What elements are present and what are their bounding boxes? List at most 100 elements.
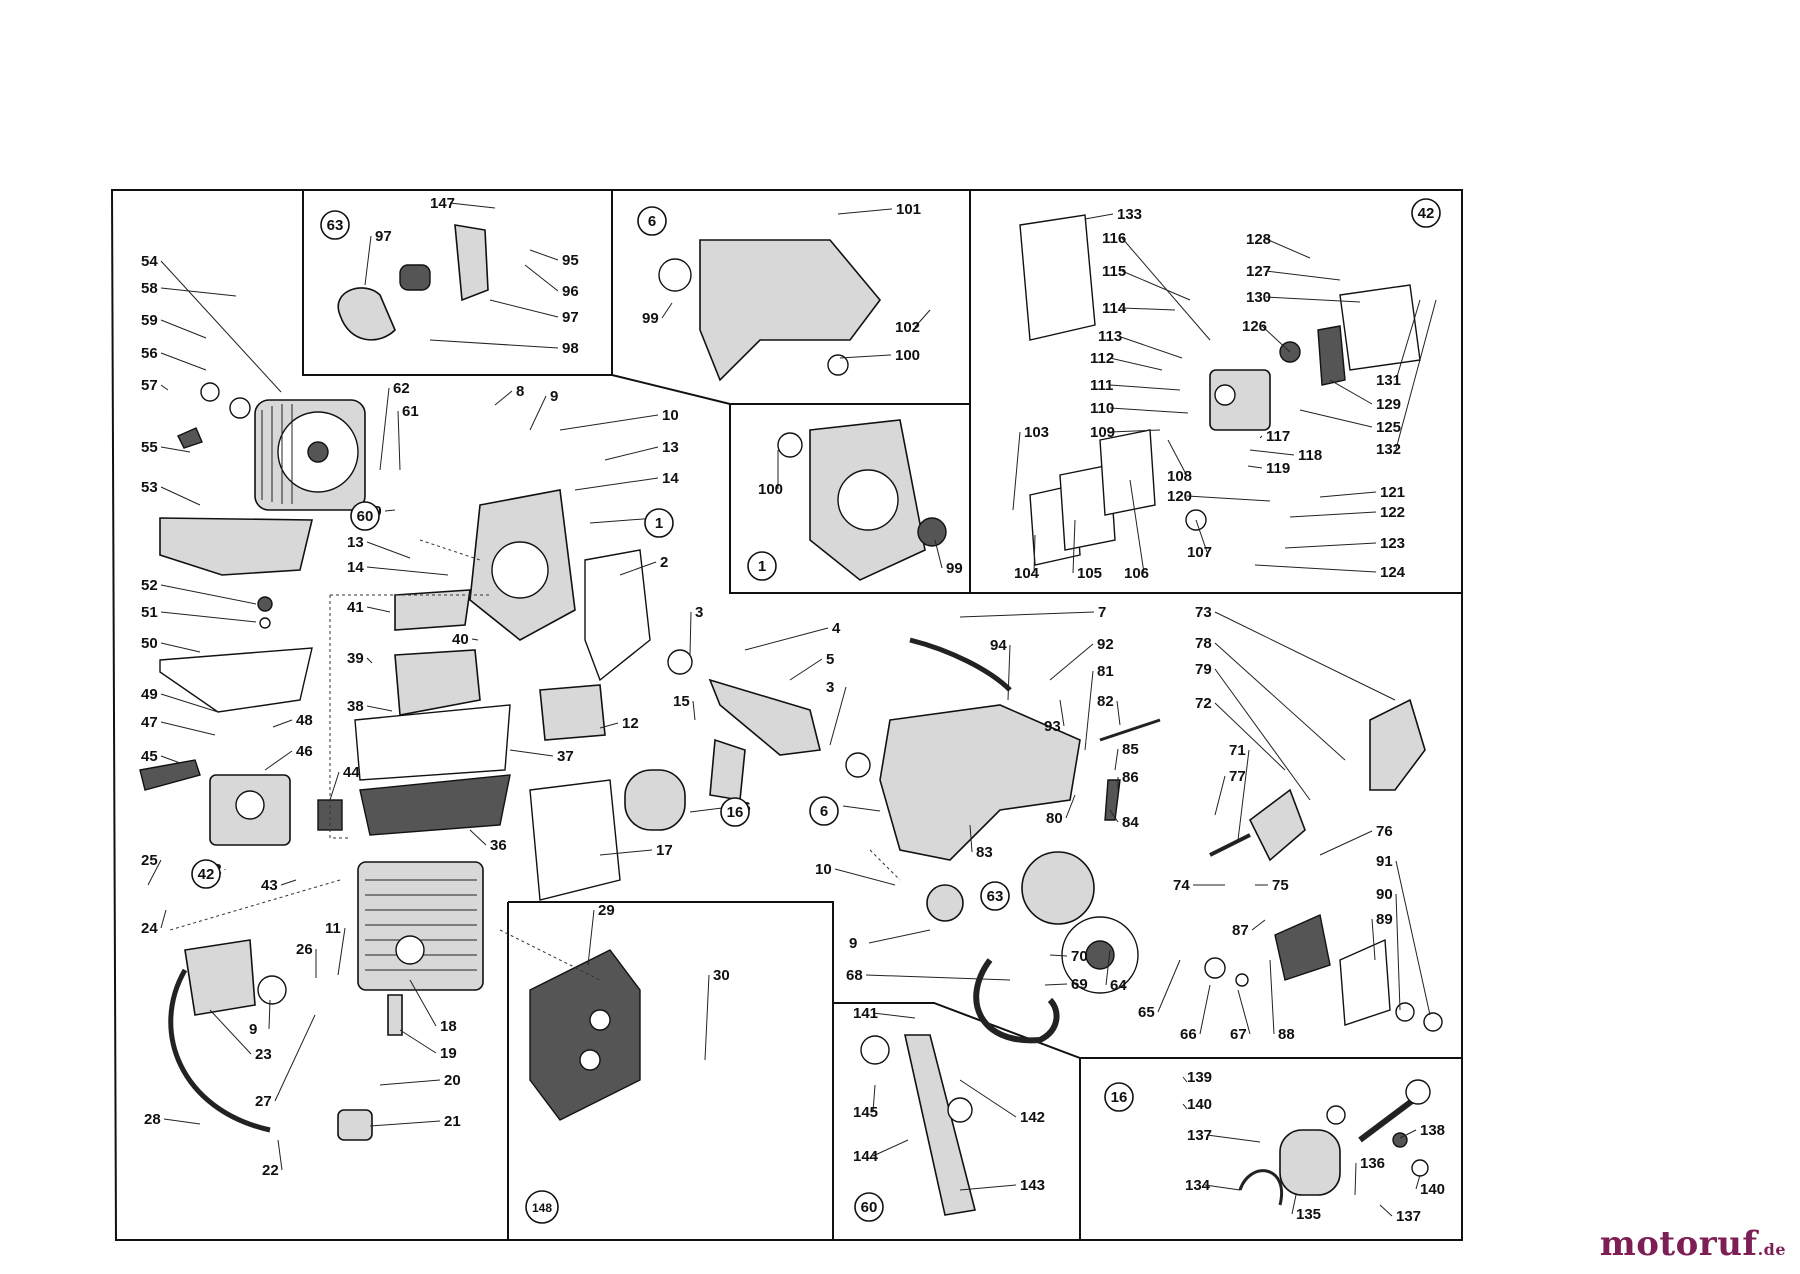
- part-number-3b: 3: [826, 679, 834, 696]
- part-label-140a: 140: [1182, 1096, 1212, 1113]
- part-number-81: 81: [1097, 663, 1114, 680]
- part-number-77: 77: [1229, 768, 1246, 785]
- leader-line-95: [529, 249, 559, 261]
- part-label-14b: 14: [574, 470, 679, 491]
- part-number-10a: 10: [662, 407, 679, 424]
- leader-line-17: [599, 849, 653, 856]
- part-number-120: 120: [1167, 488, 1192, 505]
- part-label-99a: 99: [642, 302, 673, 327]
- part-label-22: 22: [262, 1139, 283, 1179]
- part-label-72: 72: [1195, 695, 1286, 771]
- part-label-68: 68: [846, 967, 1011, 984]
- part-number-97a: 97: [375, 228, 392, 245]
- leader-line-66: [1199, 984, 1211, 1035]
- part-number-85: 85: [1122, 741, 1139, 758]
- leader-line-51: [160, 611, 257, 623]
- part-number-142: 142: [1020, 1109, 1045, 1126]
- part-label-21: 21: [369, 1113, 461, 1130]
- part-label-10b: 10: [815, 861, 896, 886]
- leader-line-94: [1007, 644, 1011, 701]
- part-number-50: 50: [141, 635, 158, 652]
- part-number-64: 64: [1110, 977, 1127, 994]
- leader-line-23: [209, 1009, 252, 1055]
- part-label-28: 28: [144, 1111, 201, 1128]
- part-label-95: 95: [529, 249, 579, 269]
- leader-line-135: [1291, 1194, 1297, 1215]
- part-label-27: 27: [255, 1014, 316, 1110]
- part-number-14b: 14: [662, 470, 679, 487]
- part-label-76: 76: [1319, 823, 1393, 856]
- leader-line-14b: [574, 477, 659, 491]
- part-number-68: 68: [846, 967, 863, 984]
- leader-line-12: [599, 722, 619, 729]
- leader-line-117: [1259, 435, 1263, 439]
- part-label-54: 54: [141, 253, 282, 393]
- leader-line-144: [872, 1139, 909, 1157]
- leader-line-133: [1084, 213, 1114, 220]
- part-number-124: 124: [1380, 564, 1406, 581]
- part-number-29: 29: [598, 902, 615, 919]
- leader-line-97a: [364, 235, 372, 286]
- leader-line-68: [865, 974, 1011, 981]
- part-number-49: 49: [141, 686, 158, 703]
- part-number-110: 110: [1090, 400, 1114, 417]
- leader-line-21: [369, 1120, 441, 1127]
- part-number-82: 82: [1097, 693, 1114, 710]
- leader-line-116: [1121, 237, 1211, 341]
- part-number-136: 136: [1360, 1155, 1385, 1172]
- leader-line-7: [959, 611, 1095, 618]
- leader-line-43: [280, 879, 297, 886]
- callout-ring-c6a: [637, 206, 667, 236]
- leader-line-101: [837, 208, 893, 215]
- part-number-102: 102: [895, 319, 920, 336]
- callout-number-c60b: 60: [861, 1199, 878, 1216]
- leader-line-4: [744, 627, 829, 651]
- leader-line-125: [1299, 409, 1373, 428]
- part-label-61: 61: [397, 403, 419, 471]
- part-number-92: 92: [1097, 636, 1114, 653]
- part-number-41: 41: [347, 599, 364, 616]
- part-number-22: 22: [262, 1162, 279, 1179]
- part-number-4: 4: [832, 620, 841, 637]
- part-label-47: 47: [141, 714, 216, 736]
- part-number-14a: 14: [347, 559, 364, 576]
- leader-line-27: [274, 1014, 316, 1102]
- leader-line-103: [1012, 431, 1021, 511]
- circled-callout-c60b: 60: [854, 1192, 884, 1222]
- part-number-103: 103: [1024, 424, 1049, 441]
- part-number-28: 28: [144, 1111, 161, 1128]
- leader-line-50: [160, 642, 201, 653]
- part-number-71: 71: [1229, 742, 1246, 759]
- part-label-20: 20: [379, 1072, 461, 1089]
- brand-logo[interactable]: motoruf.de: [1600, 1224, 1786, 1264]
- part-label-100b: 100: [758, 450, 783, 498]
- leader-line-108: [1167, 439, 1188, 477]
- part-number-7: 7: [1098, 604, 1106, 621]
- part-label-64: 64: [1105, 949, 1127, 994]
- part-label-40: 40: [452, 631, 479, 648]
- leader-line-109: [1109, 429, 1161, 433]
- part-number-90: 90: [1376, 886, 1393, 903]
- part-label-136: 136: [1354, 1155, 1385, 1196]
- part-number-106: 106: [1124, 565, 1149, 582]
- part-label-106: 106: [1124, 479, 1149, 582]
- part-label-100a: 100: [839, 347, 920, 364]
- part-label-120: 120: [1167, 488, 1271, 505]
- part-number-101: 101: [896, 201, 921, 218]
- part-label-104: 104: [1014, 534, 1040, 582]
- leader-line-140b: [1415, 1174, 1421, 1190]
- part-number-59: 59: [141, 312, 158, 329]
- leader-line-81: [1084, 670, 1094, 751]
- part-number-23: 23: [255, 1046, 272, 1063]
- part-label-3b: 3: [826, 679, 847, 746]
- part-number-9c: 9: [849, 935, 857, 952]
- part-number-115: 115: [1102, 263, 1126, 280]
- part-label-109: 109: [1090, 424, 1161, 441]
- leader-line-76: [1319, 830, 1373, 856]
- part-number-46: 46: [296, 743, 313, 760]
- part-number-100a: 100: [895, 347, 920, 364]
- leader-line-22: [277, 1139, 283, 1171]
- part-label-116: 116: [1102, 230, 1211, 341]
- part-label-8: 8: [494, 383, 524, 406]
